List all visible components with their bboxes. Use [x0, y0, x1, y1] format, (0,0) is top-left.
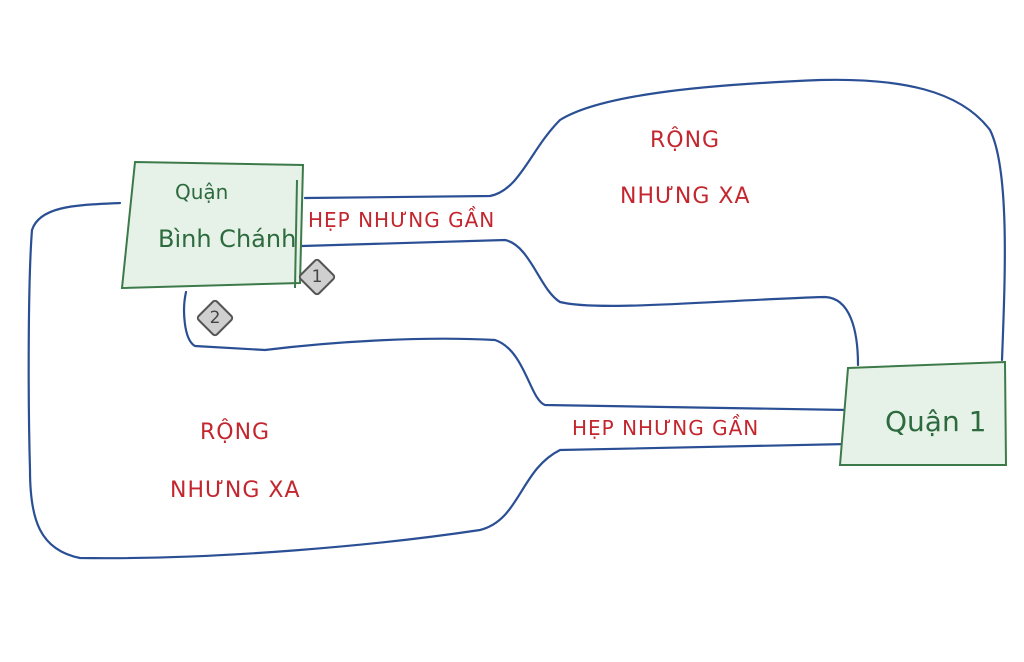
route2-narrow-label: HẸP NHƯNG GẦN — [572, 416, 760, 440]
quan1-label: Quận 1 — [885, 405, 987, 438]
binh-chanh-line2: Bình Chánh — [158, 225, 297, 253]
route1-inner-edge — [300, 238, 860, 367]
route1-badge-text: 1 — [311, 267, 323, 287]
route1-wide-label-2: NHƯNG XA — [620, 184, 751, 209]
binh-chanh-box — [120, 160, 305, 290]
quan1-box — [838, 360, 1008, 466]
route2-wide-label-2: NHƯNG XA — [170, 478, 301, 503]
box-edge-stroke — [294, 179, 298, 289]
binh-chanh-line1: Quận — [175, 180, 229, 204]
route1-outer-edge — [303, 78, 1006, 362]
route2-narrow-top-edge — [183, 290, 850, 412]
route2-narrow-bottom-edge — [27, 201, 850, 560]
route2-badge-text: 2 — [209, 308, 221, 328]
route2-wide-label-1: RỘNG — [200, 420, 271, 445]
route1-wide-label-1: RỘNG — [650, 128, 721, 153]
route1-narrow-label: HẸP NHƯNG GẦN — [308, 208, 496, 232]
